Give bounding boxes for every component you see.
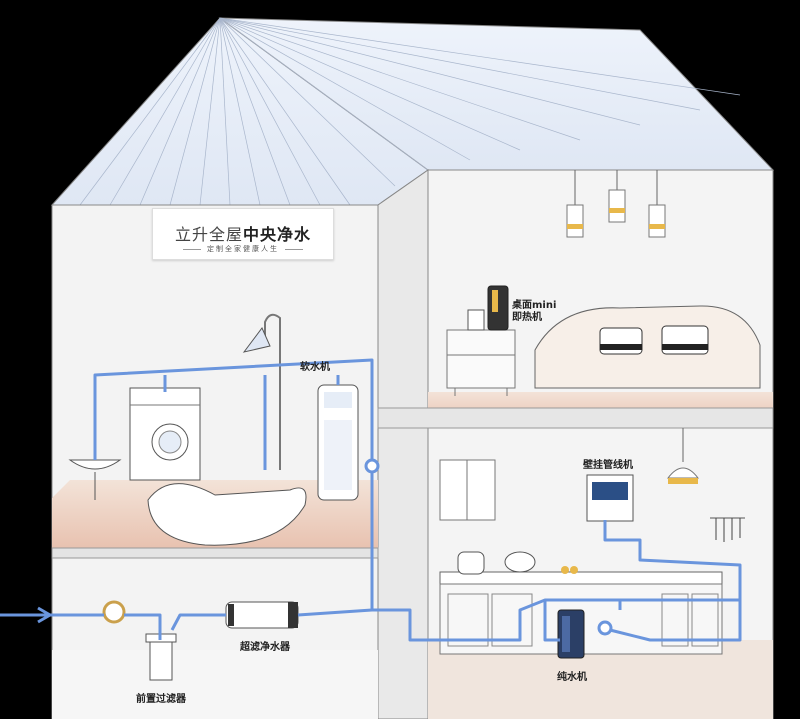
kitchen xyxy=(439,428,745,659)
basement-equipment xyxy=(102,600,299,681)
label-ultrafilter: 超滤净水器 xyxy=(240,642,290,653)
sign-title: 立升全屋中央净水 xyxy=(153,221,333,245)
label-desktop-heater-line1: 桌面mini xyxy=(512,300,557,311)
sign-title-bold: 中央净水 xyxy=(243,225,312,244)
sign-subtitle: 定制全家健康人生 xyxy=(153,244,333,254)
pendant-lamps xyxy=(566,170,666,238)
brand-sign: 立升全屋中央净水 定制全家健康人生 xyxy=(152,208,334,260)
label-desktop-heater-line2: 即热机 xyxy=(512,312,542,323)
water-pipe-network xyxy=(0,358,742,642)
water-inlet-arrow-icon xyxy=(37,606,53,624)
roof xyxy=(50,17,775,206)
label-softener: 软水机 xyxy=(300,362,330,373)
label-prefilter: 前置过滤器 xyxy=(136,694,186,705)
pipe-valve xyxy=(597,620,613,636)
sign-title-light: 立升全屋 xyxy=(174,225,243,244)
label-pure-water: 纯水机 xyxy=(557,672,587,683)
bathroom xyxy=(68,313,359,546)
living-room xyxy=(446,285,761,396)
label-wall-dispenser: 壁挂管线机 xyxy=(583,460,633,471)
pipe-valve xyxy=(364,458,380,474)
